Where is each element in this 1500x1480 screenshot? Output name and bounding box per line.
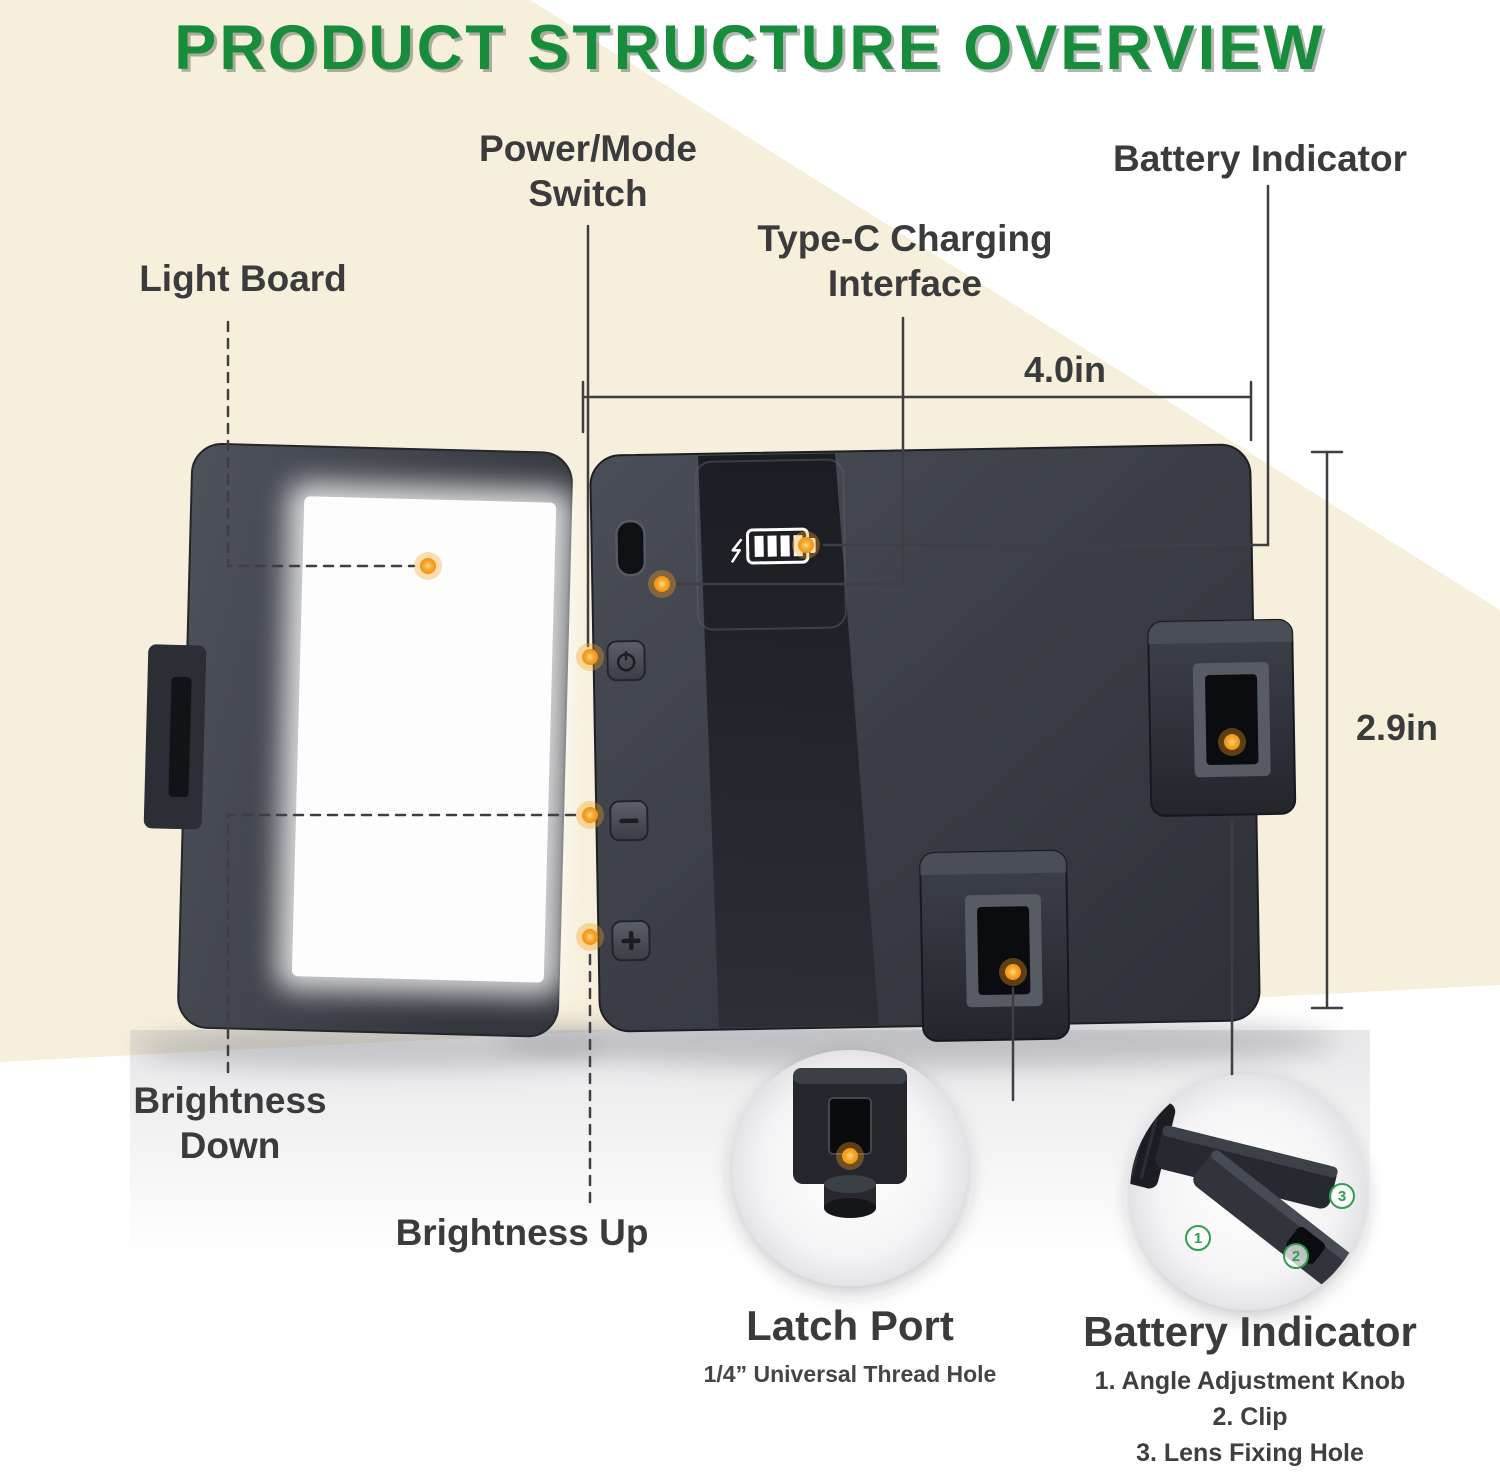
label-latch-port-title: Latch Port [746,1302,954,1349]
callout-dot-latch-inset [836,1142,864,1170]
callout-dot-power [576,643,604,671]
dashed-callout-lines [226,320,592,1204]
callout-dot-brightness-down [576,801,604,829]
line-light-board [226,320,416,568]
callout-dot-brightness-up [576,923,604,951]
mount-bracket-bottom [919,849,1071,1042]
brightness-down-button-icon [609,800,649,842]
battery-indicator-item-3: 3. Lens Fixing Hole [1136,1439,1364,1467]
label-latch-port-subtitle: 1/4” Universal Thread Hole [703,1361,997,1387]
label-battery-indicator-top: Battery Indicator [1112,138,1407,179]
light-board-graphic [143,443,575,1038]
mount-bracket-right [1147,618,1297,817]
label-width-dimension: 4.0in [1023,349,1107,390]
callout-dot-bottom-clip [999,958,1027,986]
line-battery-top [822,184,1270,547]
battery-indicator-item-2: 2. Clip [1212,1403,1288,1431]
callout-number-1: 1 [1185,1225,1211,1251]
line-type-c [676,316,905,586]
back-panel-graphic [589,443,1297,1042]
label-brightness-down: Brightness Down [133,1080,327,1167]
page-title: PRODUCT STRUCTURE OVERVIEW [174,13,1326,83]
callout-number-3: 3 [1329,1183,1355,1209]
label-height-dimension: 2.9in [1356,707,1439,748]
callout-number-2: 2 [1283,1243,1309,1269]
inset-latch-port [732,1050,968,1286]
callout-dots [414,531,1246,1170]
label-brightness-up: Brightness Up [395,1212,649,1253]
usb-c-port-icon [615,519,647,577]
dimension-lines [581,380,1344,1010]
clip-closeup [1130,1095,1356,1289]
latch-port-closeup [793,1068,907,1218]
callout-dot-right-clip [1218,728,1246,756]
brightness-up-button-icon [611,919,651,962]
label-light-board: Light Board [139,258,347,299]
power-mode-button-icon [606,640,646,682]
battery-indicator-item-1: 1. Angle Adjustment Knob [1094,1367,1406,1395]
label-battery-indicator-bottom: Battery Indicator [1083,1308,1417,1355]
line-brightness-down [226,813,580,1074]
callout-lines [226,184,1344,1204]
callout-dot-usb-c [648,570,676,598]
callout-dot-battery [792,531,820,559]
label-power-mode-switch: Power/Mode Switch [479,128,697,215]
label-type-c-charging: Type-C Charging Interface [757,218,1053,305]
callout-dot-light-board [414,552,442,580]
